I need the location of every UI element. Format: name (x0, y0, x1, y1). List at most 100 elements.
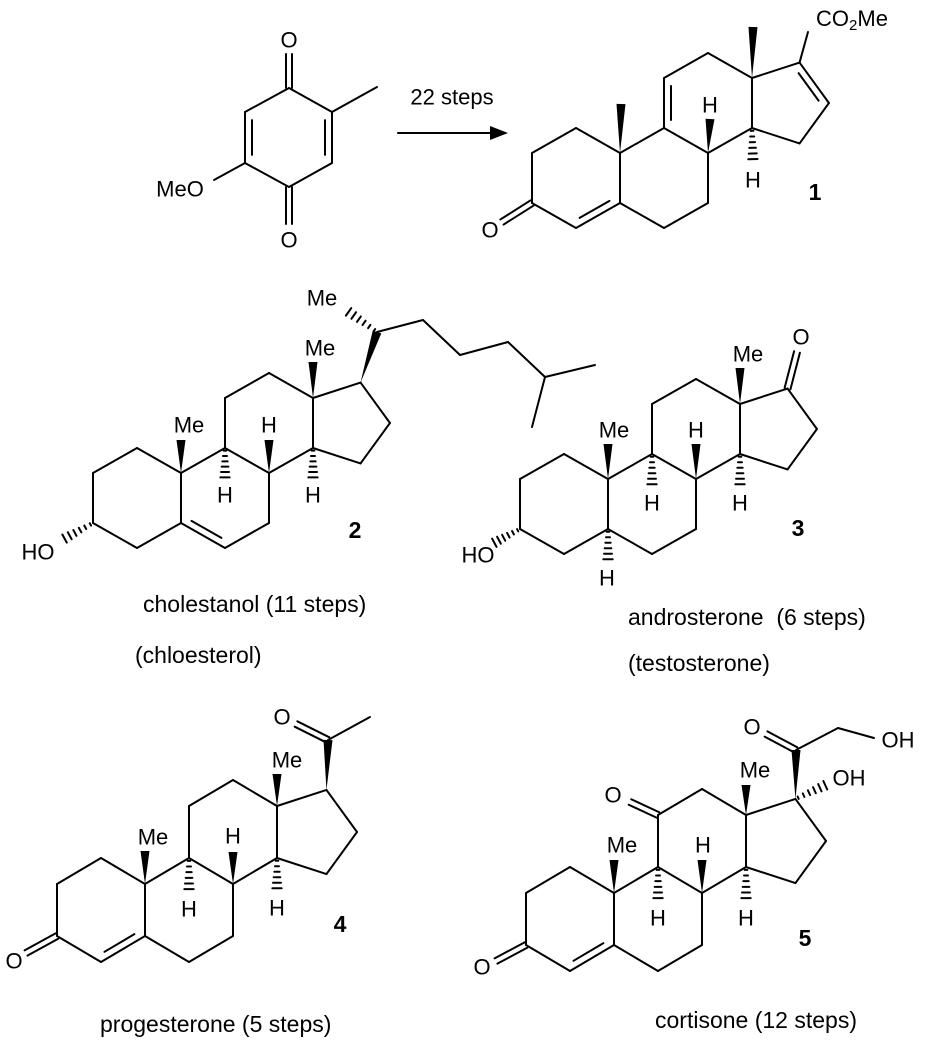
ring-bond (525, 944, 571, 972)
hash-bond (516, 528, 520, 533)
atom-label-oxygen: O (5, 949, 22, 974)
ring-bond (312, 447, 362, 465)
wedge-bond (748, 26, 758, 78)
ring-bond (619, 202, 665, 229)
atom-label-hydrogen: H (650, 906, 666, 931)
bonds-layer (23, 26, 875, 972)
ring-bond (798, 61, 830, 104)
hash-bond (72, 528, 78, 537)
parent-compound: (testosterone) (628, 650, 770, 676)
atom-label-hydrogen: H (181, 897, 197, 922)
ring-bond (663, 202, 709, 229)
wedge-bond (264, 440, 274, 473)
ring-bond (188, 779, 234, 807)
methoxy-bond (213, 162, 246, 181)
ring-bond (657, 944, 703, 972)
ring-bond (798, 102, 830, 145)
wedge-bond (705, 118, 715, 153)
ring-bond (144, 935, 190, 963)
wedge-bond (228, 852, 238, 884)
ring-bond (701, 788, 747, 816)
hash-bond (501, 533, 507, 542)
compound-number: 1 (809, 179, 822, 205)
atom-label-hydrogen: H (644, 491, 660, 516)
ring-bond (244, 87, 290, 113)
atom-label-hydroxyl: OH (882, 728, 915, 753)
arrow-head (490, 126, 508, 140)
double-bond-inner (103, 933, 136, 953)
arrow-label: 22 steps (410, 85, 493, 110)
wedge-bond (741, 785, 751, 815)
wedge-bond (691, 444, 701, 479)
compound-3: HO H Me H H H Me O 3 androsterone (6 ste… (462, 325, 866, 677)
hash-bond (83, 524, 88, 531)
atom-label-methyl: Me (138, 825, 169, 850)
ring-bond (707, 127, 753, 154)
wedge-bond (272, 774, 282, 806)
atom-label-methoxy: MeO (156, 177, 204, 202)
hash-bond (77, 526, 83, 534)
ring-bond (92, 447, 138, 474)
carbonyl-bond (630, 798, 661, 814)
ring-bond (575, 127, 621, 154)
carbonyl-bond (627, 803, 658, 819)
compound-number: 5 (799, 925, 812, 951)
ring-bond (695, 453, 741, 480)
hash-bond (506, 531, 511, 539)
wedge-bond (308, 362, 318, 398)
compound-name: androsterone (6 steps) (628, 604, 866, 630)
hash-bond (361, 319, 367, 327)
ester-bond (798, 31, 809, 64)
ring-bond (224, 447, 270, 474)
atom-label-hydrogen: H (217, 483, 233, 508)
ring-bond (794, 840, 828, 885)
hash-bond (61, 533, 68, 544)
wedge-bond (609, 860, 619, 893)
wedge-bond (697, 860, 707, 893)
carbonyl-bond (23, 932, 57, 952)
ring-bond (531, 202, 577, 229)
ring-bond (144, 857, 190, 885)
ring-bond (276, 788, 328, 807)
ring-bond (56, 857, 102, 885)
atom-label-hydrogen: H (702, 93, 718, 118)
carbonyl-bond (26, 937, 60, 957)
ring-bond (651, 453, 697, 480)
ring-bond (276, 857, 328, 876)
ring-bond (657, 866, 703, 894)
ring-bond (613, 944, 659, 972)
ring-bond (288, 162, 333, 188)
atom-label-hydrogen: H (225, 824, 241, 849)
ring-bond (613, 866, 659, 894)
ring-bond (92, 522, 138, 549)
side-chain-bond (531, 376, 546, 428)
ring-bond (651, 378, 697, 405)
wedge-bond (603, 444, 613, 479)
ring-bond (745, 866, 797, 885)
ring-bond (563, 453, 609, 480)
ring-bond (312, 381, 362, 399)
compound-2: HO Me H H H Me Me 2 cholestanol (11 step… (22, 286, 367, 669)
ring-bond (663, 52, 709, 79)
compound-name: cortisone (12 steps) (655, 1007, 857, 1033)
hash-bond (372, 328, 377, 333)
atom-label-oxygen: O (473, 955, 490, 980)
ring-bond (751, 61, 801, 79)
double-bond-inner (797, 72, 820, 102)
carbonyl-bond (499, 199, 532, 221)
hash-bond (491, 537, 498, 548)
ring-bond (569, 866, 615, 894)
hash-bond (344, 307, 353, 317)
atom-label-oxygen: O (743, 715, 760, 740)
double-bond-inner (190, 519, 223, 539)
ring-bond (56, 935, 102, 963)
ring-bond (651, 528, 697, 555)
ring-bond (569, 944, 615, 972)
atom-label-oxygen: O (280, 228, 297, 253)
double-bond-inner (572, 942, 605, 962)
hash-bond (496, 535, 502, 545)
ring-bond (663, 127, 709, 154)
compound-name: progesterone (5 steps) (100, 1011, 331, 1037)
carbonyl-bond (766, 730, 799, 749)
hash-bond (350, 311, 358, 320)
